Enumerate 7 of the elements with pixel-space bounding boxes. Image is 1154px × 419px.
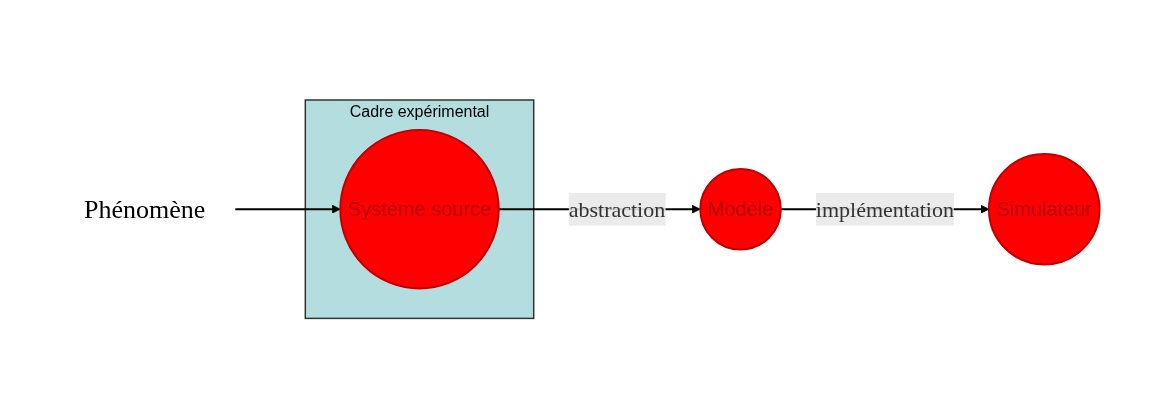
- arrow: [234, 205, 341, 214]
- node-circle: Système source: [339, 129, 500, 290]
- node-text: Phénomène: [84, 194, 206, 224]
- node-circle: Modèle: [699, 168, 783, 251]
- node-circle: Simulateur: [988, 153, 1101, 266]
- edge-label: implémentation: [816, 196, 955, 222]
- edge-label: abstraction: [568, 196, 666, 222]
